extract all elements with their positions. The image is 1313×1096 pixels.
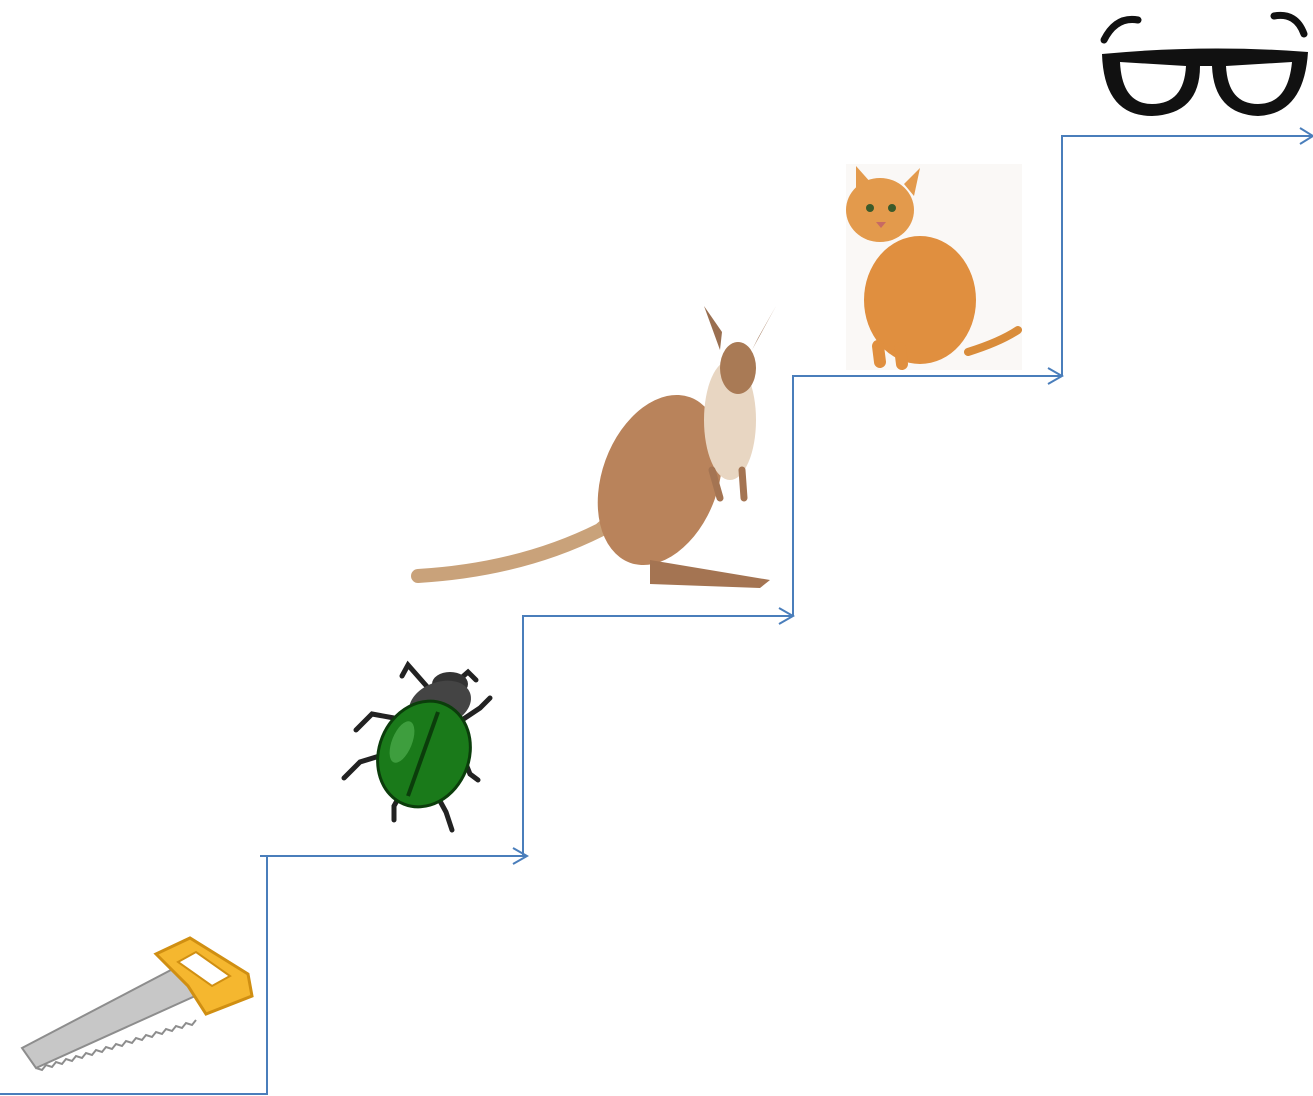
step-connector-3: [793, 376, 1061, 616]
kangaroo-icon: [418, 306, 776, 588]
cat-icon: [846, 164, 1022, 370]
hand-saw-icon: [22, 938, 252, 1070]
beetle-icon: [344, 665, 490, 830]
eyeglasses-icon: [1102, 15, 1308, 116]
step-connector-4: [1062, 136, 1313, 376]
step-connector-1: [0, 856, 526, 1094]
step-connector-2: [260, 616, 792, 856]
